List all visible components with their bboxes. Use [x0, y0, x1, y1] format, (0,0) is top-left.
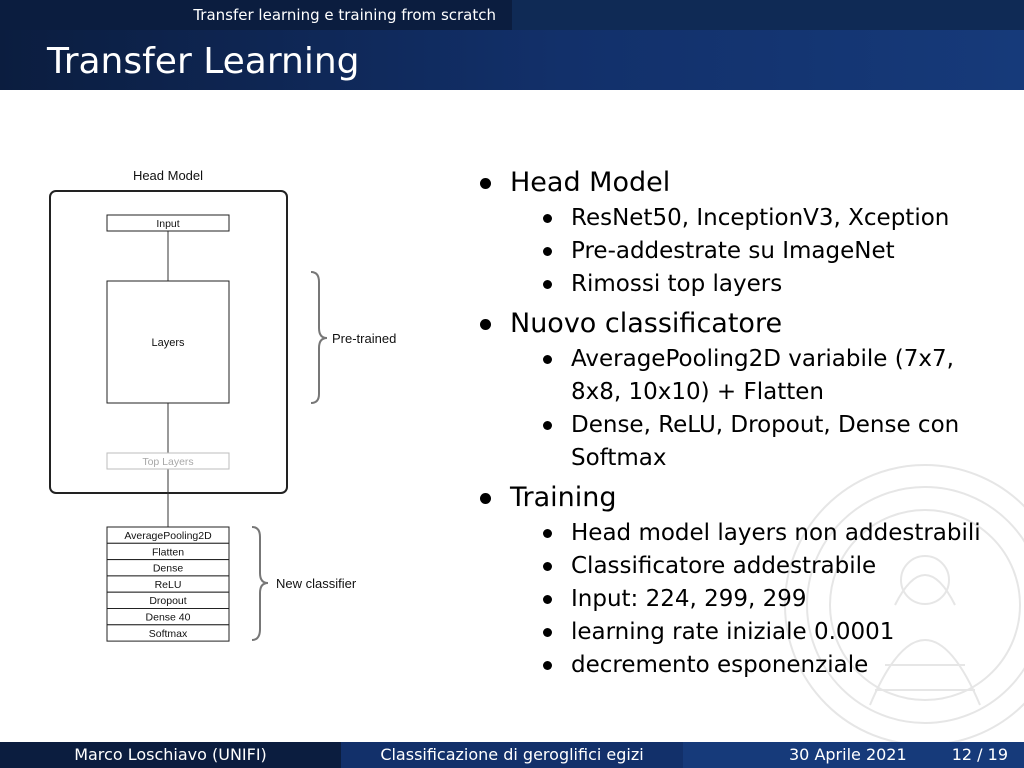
sub-bullet-text: AveragePooling2D variabile (7x7, 8x8, 10…	[571, 346, 954, 405]
sub-bullet-item: learning rate iniziale 0.0001	[476, 616, 996, 649]
bullet-item: Training	[476, 481, 996, 515]
bullet-dot-icon	[480, 178, 491, 189]
bullet-dot-icon	[543, 247, 552, 256]
layers-box	[106, 280, 230, 404]
bullet-item: Head Model	[476, 166, 996, 200]
classifier-layer-label: ReLU	[155, 579, 182, 591]
top-layers-label: Top Layers	[142, 456, 193, 468]
sub-bullet-text: decremento esponenziale	[571, 652, 869, 678]
classifier-layer-label: Softmax	[149, 628, 188, 640]
section-tab[interactable]: Transfer learning e training from scratc…	[0, 0, 512, 30]
sub-bullet-item: AveragePooling2D variabile (7x7, 8x8, 10…	[476, 343, 996, 409]
bullet-text: Nuovo classificatore	[510, 308, 783, 339]
sub-bullet-item: Input: 224, 299, 299	[476, 583, 996, 616]
bullet-dot-icon	[543, 214, 552, 223]
sub-bullet-item: decremento esponenziale	[476, 649, 996, 682]
bullet-item: Nuovo classificatore	[476, 307, 996, 341]
head-model-label: Head Model	[133, 168, 203, 183]
footer: Marco Loschiavo (UNIFI) Classificazione …	[0, 742, 1024, 768]
sub-bullet-item: Dense, ReLU, Dropout, Dense con Softmax	[476, 409, 996, 475]
top-layers-box	[106, 452, 230, 470]
new-classifier-brace	[251, 526, 269, 641]
sub-bullet-item: Rimossi top layers	[476, 268, 996, 301]
bullet-dot-icon	[543, 562, 552, 571]
footer-date: 30 Aprile 2021	[789, 745, 907, 764]
classifier-layer-label: AveragePooling2D	[124, 530, 212, 542]
input-box	[106, 214, 230, 232]
title-bar	[0, 30, 1024, 90]
sub-bullet-text: Pre-addestrate su ImageNet	[571, 238, 895, 264]
bullet-dot-icon	[543, 628, 552, 637]
bullet-dot-icon	[543, 280, 552, 289]
slide-title: Transfer Learning	[47, 41, 360, 82]
classifier-layer-label: Dropout	[149, 595, 186, 607]
sub-bullet-text: Dense, ReLU, Dropout, Dense con Softmax	[571, 412, 960, 471]
classifier-layer-label: Dense 40	[146, 612, 191, 624]
footer-talk-title: Classificazione di geroglifici egizi	[341, 742, 683, 768]
sub-bullet-text: learning rate iniziale 0.0001	[571, 619, 895, 645]
classifier-layer-label: Flatten	[152, 546, 184, 558]
bullet-dot-icon	[543, 355, 552, 364]
bullet-dot-icon	[543, 421, 552, 430]
layers-label: Layers	[151, 337, 185, 349]
sub-bullet-item: Head model layers non addestrabili	[476, 517, 996, 550]
sub-bullet-item: Classificatore addestrabile	[476, 550, 996, 583]
pretrained-label: Pre-trained	[332, 331, 396, 346]
bullet-dot-icon	[543, 529, 552, 538]
sub-bullet-list: AveragePooling2D variabile (7x7, 8x8, 10…	[476, 343, 996, 475]
input-label: Input	[156, 218, 179, 230]
architecture-diagram: Head Model Input Layers Top Layers Pre-t…	[49, 168, 396, 642]
sub-bullet-text: Input: 224, 299, 299	[571, 586, 807, 612]
sub-bullet-text: ResNet50, InceptionV3, Xception	[571, 205, 950, 231]
footer-right: 30 Aprile 2021 12 / 19	[683, 742, 1024, 768]
sub-bullet-item: Pre-addestrate su ImageNet	[476, 235, 996, 268]
footer-author: Marco Loschiavo (UNIFI)	[0, 742, 341, 768]
bullet-dot-icon	[480, 319, 491, 330]
bullet-text: Head Model	[510, 167, 671, 198]
classifier-layer-label: Dense	[153, 563, 184, 575]
sub-bullet-text: Head model layers non addestrabili	[571, 520, 981, 546]
bullet-dot-icon	[543, 595, 552, 604]
new-classifier-label: New classifier	[276, 576, 357, 591]
bullet-dot-icon	[480, 493, 491, 504]
bullet-dot-icon	[543, 661, 552, 670]
sub-bullet-text: Rimossi top layers	[571, 271, 783, 297]
bullet-text: Training	[510, 482, 617, 513]
classifier-layer-box	[106, 624, 230, 642]
pretrained-brace	[310, 271, 328, 404]
sub-bullet-text: Classificatore addestrabile	[571, 553, 877, 579]
page-number: 12 / 19	[951, 745, 1008, 764]
sub-bullet-item: ResNet50, InceptionV3, Xception	[476, 202, 996, 235]
